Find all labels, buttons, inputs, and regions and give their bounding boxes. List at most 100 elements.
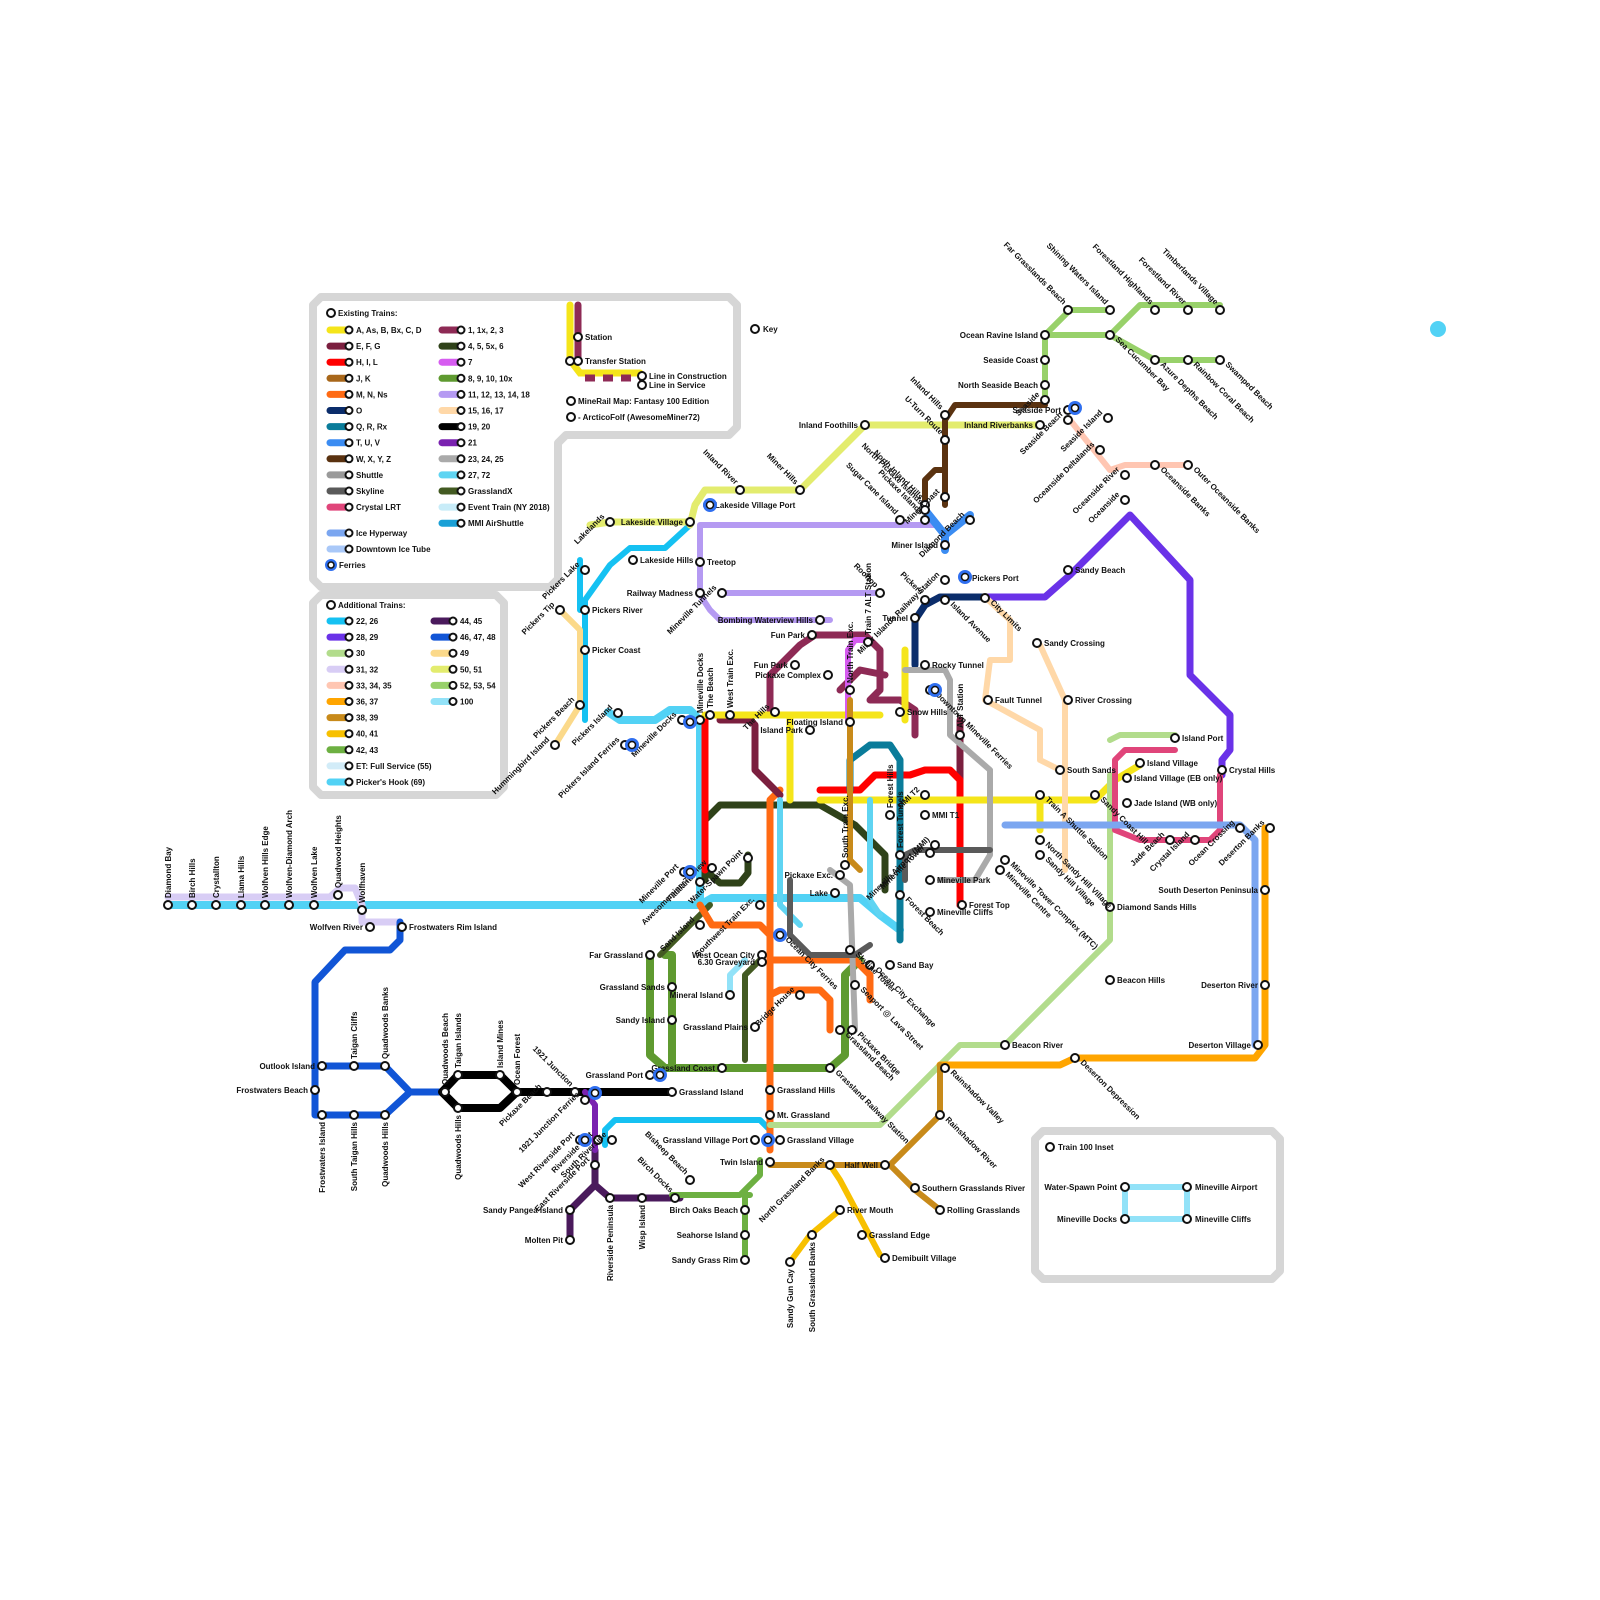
station-label-mmi-t1: MMI T1	[932, 811, 960, 820]
station-tunnel	[910, 613, 920, 623]
legend-additional-item-label: 46, 47, 48	[460, 633, 496, 642]
station-sand-island	[695, 920, 705, 930]
credit-line-2: - ArcticoFolf (AwesomeMiner72)	[578, 413, 700, 422]
station-label-seaside-beach: Seaside Beach	[1018, 410, 1064, 456]
station-grassland-plains	[750, 1022, 760, 1032]
station-label-floating-island: Floating Island	[787, 718, 844, 727]
station-west-train-exc	[725, 710, 735, 720]
ferry-port-dot	[685, 867, 695, 877]
station-label-grassland-island: Grassland Island	[679, 1088, 744, 1097]
station-label-forest-hills: Forest Hills	[886, 764, 895, 808]
station-bombing-waterview-hills	[815, 615, 825, 625]
legend-additional-item-marker	[344, 713, 354, 723]
station-label-beacon-hills: Beacon Hills	[1117, 976, 1166, 985]
inset-loop	[1122, 1184, 1190, 1222]
station-sandy-gun-cay	[785, 1257, 795, 1267]
station-picker-coast	[580, 645, 590, 655]
legend-existing-item-label: GrasslandX	[468, 487, 513, 496]
legend-existing-item-label: 11, 12, 13, 14, 18	[468, 390, 530, 399]
station-pickers-tip	[555, 605, 565, 615]
station-island-avenue	[940, 595, 950, 605]
station-label-south-taigan-hills: South Taigan Hills	[350, 1121, 359, 1191]
station-fun-park	[807, 630, 817, 640]
station-label-quadwoods-banks: Quadwoods Banks	[381, 986, 390, 1059]
station-alt-station	[955, 730, 965, 740]
legend-additional-item-marker	[448, 632, 458, 642]
station-far-grassland	[645, 950, 655, 960]
station-label-south-train-exc: South Train Exc.	[841, 795, 850, 858]
legend-additional-item-marker	[344, 632, 354, 642]
legend-additional-item-marker	[448, 697, 458, 706]
station-skyline-tower	[845, 945, 855, 955]
legend-additional-item-marker	[448, 648, 458, 658]
station-sandy-crossing	[1032, 638, 1042, 648]
station-grassland-village-port	[750, 1135, 760, 1145]
line-42-43	[669, 1157, 763, 1263]
station-mineral-island	[725, 990, 735, 1000]
station-label-fun-park-2: Fun Park	[754, 661, 789, 670]
station-beacon-river	[1000, 1040, 1010, 1050]
legend-existing-item-marker	[344, 341, 354, 351]
station-label-jade-island-wb: Jade Island (WB only)	[1134, 799, 1217, 808]
station-riverside-peninsula	[605, 1193, 615, 1203]
station-deserton-banks	[1265, 823, 1275, 833]
legend-existing-item-label: A, As, B, Bx, C, D	[356, 326, 422, 335]
station-label-mineral-island: Mineral Island	[670, 991, 723, 1000]
station-graveyard-630	[757, 957, 767, 967]
station-forest-hills	[885, 810, 895, 820]
station-lakeside-village	[685, 517, 695, 527]
station-label-island-village: Island Village	[1147, 759, 1199, 768]
station-quadwoods-hills	[380, 1110, 390, 1120]
station-label-forest-top: Forest Top	[969, 901, 1010, 910]
station-forestland-highlands	[1150, 305, 1160, 315]
legend-ferries-dot	[327, 561, 335, 569]
station-label-wolfhaven: Wolfhaven	[358, 863, 367, 903]
station-mineville-docks-2	[695, 715, 705, 725]
station-ocean-ravine-island	[1040, 330, 1050, 340]
line-h-i-l	[701, 716, 964, 909]
legend-existing-item-label: O	[356, 407, 362, 416]
station-label-alt-station: ALT Station	[956, 684, 965, 728]
station-grassland-coast	[717, 1063, 727, 1073]
station-south-sands	[1055, 765, 1065, 775]
station-label-skyline-tower: Skyline Tower	[854, 950, 898, 994]
station-diamond-bay	[163, 900, 173, 910]
legend-additional-title: Additional Trains:	[338, 601, 406, 610]
station-south-taigan-hills	[349, 1110, 359, 1120]
station-outer-oceanside-banks	[1183, 460, 1193, 470]
station-south-riverside	[607, 1135, 617, 1145]
station-half-well	[880, 1160, 890, 1170]
station-far-grasslands-beach	[1063, 305, 1073, 315]
legend-existing-item-label: MMI AirShuttle	[468, 519, 524, 528]
station-miner-coast	[940, 492, 950, 502]
line-11-12-13	[697, 522, 938, 623]
station-label-sandy-beach: Sandy Beach	[1075, 566, 1125, 575]
legend-existing-item-label: J, K	[356, 374, 371, 383]
key-title: Key	[763, 325, 778, 334]
inset-station-cliffs	[1182, 1214, 1192, 1224]
station-label-outer-oceanside-banks: Outer Oceanside Banks	[1192, 465, 1263, 536]
station-label-railway-madness: Railway Madness	[627, 589, 694, 598]
station-label-rocky-tunnel: Rocky Tunnel	[932, 661, 984, 670]
station-sandy-hill-village	[1035, 850, 1045, 860]
station-seaside	[1040, 395, 1050, 405]
station-diamond-beach	[965, 515, 975, 525]
legend-existing-item-marker	[344, 389, 354, 399]
station-label-deserton-river: Deserton River	[1201, 981, 1258, 990]
station-pickaxe-beach	[542, 1087, 552, 1097]
legend-additional-item-label: ET: Full Service (55)	[356, 762, 432, 771]
station-ocean-city-exchange	[865, 960, 875, 970]
line-31-32	[164, 884, 404, 926]
legend-additional-item-label: 42, 43	[356, 746, 379, 755]
station-birch-oaks-beach	[740, 1205, 750, 1215]
legend-additional-item-label: 49	[460, 649, 469, 658]
station-u-turn-route	[940, 435, 950, 445]
line-28-29	[981, 511, 1234, 779]
station-taigan-islands	[453, 1070, 463, 1080]
line-27-72	[777, 797, 883, 928]
legend-existing-item-marker	[344, 406, 354, 415]
station-grassland-edge	[857, 1230, 867, 1240]
station-label-pickers-port: Pickers Port	[972, 574, 1019, 583]
station-label-pickers-river: Pickers River	[592, 606, 643, 615]
legend-additional-item-marker	[344, 616, 354, 626]
